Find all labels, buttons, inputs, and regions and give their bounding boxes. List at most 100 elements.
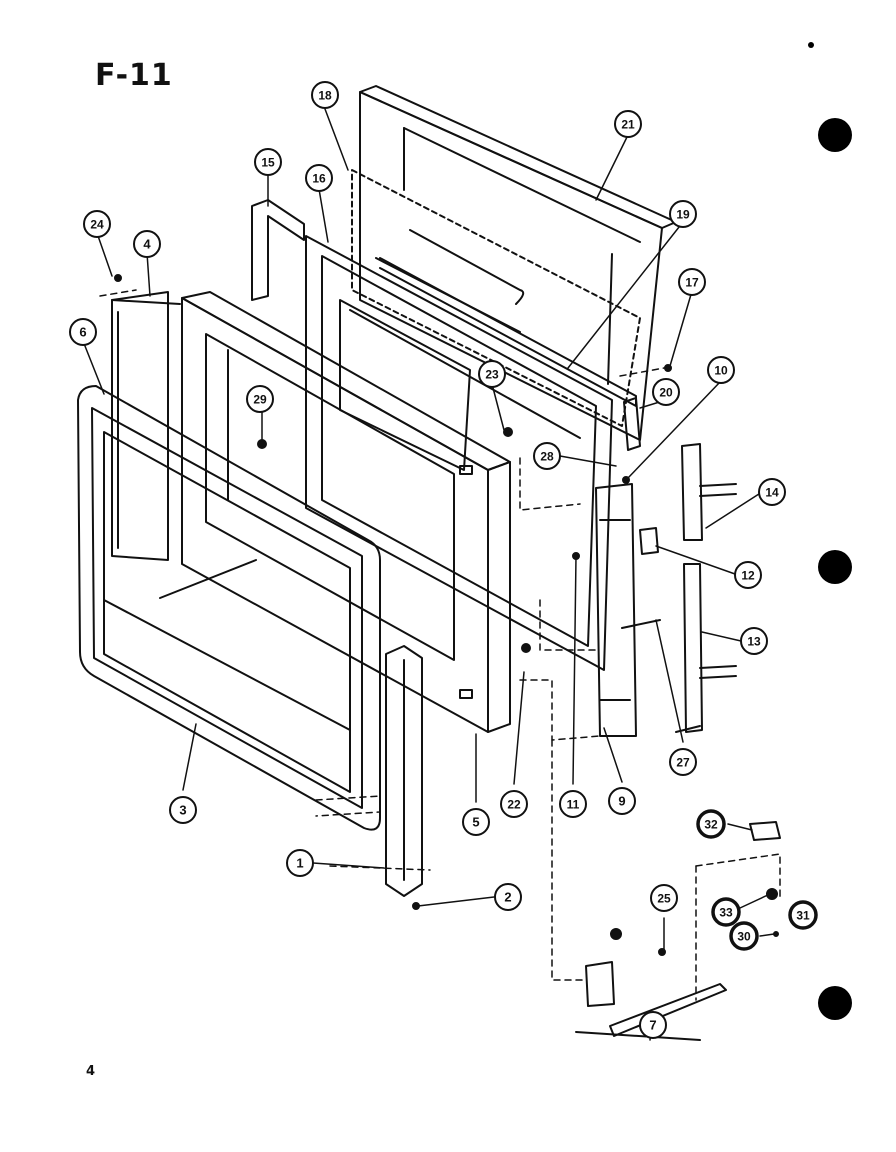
callout-1: 1: [286, 849, 314, 877]
part-21-outer-panel: [359, 85, 677, 441]
callout-circle: [305, 164, 333, 192]
callout-circle: [639, 1011, 667, 1039]
callout-label: 9: [618, 794, 625, 809]
callout-label: 15: [261, 156, 275, 170]
callout-label: 3: [179, 803, 186, 818]
callout-12: 12: [734, 561, 762, 589]
callout-circle: [614, 110, 642, 138]
callout-label: 4: [143, 237, 151, 252]
callout-16: 16: [305, 164, 333, 192]
part-13-hinge-lower: [675, 563, 737, 733]
callout-circle: [559, 790, 587, 818]
part-30-screw: [773, 931, 779, 937]
figure-label: F-11: [95, 58, 173, 93]
callout-label: 11: [567, 798, 580, 812]
part-33-stop: [766, 888, 778, 900]
part-27-pin: [621, 619, 661, 629]
callout-31: 31: [788, 900, 818, 930]
callout-circle: [669, 748, 697, 776]
callout-label: 21: [621, 118, 635, 132]
part-22-nut: [521, 643, 531, 653]
callout-11: 11: [559, 790, 587, 818]
callout-label: 6: [79, 325, 86, 340]
callout-19: 19: [669, 200, 697, 228]
callout-13: 13: [740, 627, 768, 655]
callout-18: 18: [311, 81, 339, 109]
callout-circle: [788, 900, 818, 930]
callout-circle: [678, 268, 706, 296]
callout-circle: [133, 230, 161, 258]
callout-circle: [254, 148, 282, 176]
callout-28: 28: [533, 442, 561, 470]
callout-circle: [246, 385, 274, 413]
part-25-screw: [658, 948, 666, 956]
part-18-glass: [351, 169, 641, 427]
part-7-post: [610, 928, 622, 940]
callout-label: 30: [737, 930, 751, 944]
callout-24: 24: [83, 210, 111, 238]
binder-hole-top: [818, 118, 852, 152]
part-10-screw: [622, 476, 630, 484]
part-16-shield-frame: [305, 235, 613, 671]
callout-circle: [69, 318, 97, 346]
callout-label: 27: [676, 756, 690, 770]
callout-label: 20: [659, 386, 673, 400]
callout-7: 7: [639, 1011, 667, 1039]
callout-label: 10: [714, 364, 728, 378]
part-14-hinge-upper: [681, 443, 737, 541]
callout-circle: [608, 787, 636, 815]
callout-label: 33: [719, 906, 733, 920]
part-5-inner-frame: [181, 291, 511, 733]
part-17-screw: [664, 364, 672, 372]
callout-circle: [311, 81, 339, 109]
callout-6: 6: [69, 318, 97, 346]
callout-label: 18: [318, 89, 332, 103]
part-3-door-frame: [77, 385, 381, 831]
callout-14: 14: [758, 478, 786, 506]
callout-circle: [729, 921, 759, 951]
part-12-clip: [639, 527, 659, 555]
callout-27: 27: [669, 748, 697, 776]
callout-circle: [711, 897, 741, 927]
callout-label: 31: [796, 909, 810, 923]
callout-circle: [740, 627, 768, 655]
part-2-screw: [412, 902, 420, 910]
callout-circle: [533, 442, 561, 470]
part-4-hinge-bar: [111, 291, 181, 561]
part-29-screw: [257, 439, 267, 449]
callout-label: 12: [741, 569, 755, 583]
callout-4: 4: [133, 230, 161, 258]
callout-circle: [286, 849, 314, 877]
part-1-handle: [385, 645, 423, 897]
callout-20: 20: [652, 378, 680, 406]
callout-10: 10: [707, 356, 735, 384]
callout-label: 17: [685, 276, 699, 290]
part-32-clip: [749, 821, 781, 841]
binder-hole-bottom: [818, 986, 852, 1020]
callout-22: 22: [500, 790, 528, 818]
callout-label: 5: [472, 815, 479, 830]
speck: [808, 42, 814, 48]
callout-label: 32: [704, 818, 718, 832]
callout-29: 29: [246, 385, 274, 413]
callout-label: 24: [90, 218, 104, 232]
callout-circle: [169, 796, 197, 824]
callout-circle: [669, 200, 697, 228]
callout-23: 23: [478, 360, 506, 388]
callout-circle: [650, 884, 678, 912]
callout-circle: [83, 210, 111, 238]
callout-circle: [707, 356, 735, 384]
callout-15: 15: [254, 148, 282, 176]
part-7-lever: [575, 961, 727, 1041]
callout-5: 5: [462, 808, 490, 836]
callout-label: 19: [676, 208, 690, 222]
callout-circle: [696, 809, 726, 839]
callout-label: 23: [485, 368, 499, 382]
callout-3: 3: [169, 796, 197, 824]
callout-2: 2: [494, 883, 522, 911]
callout-label: 29: [253, 393, 267, 407]
callout-label: 1: [296, 856, 303, 871]
page-number: 4: [86, 1064, 96, 1079]
